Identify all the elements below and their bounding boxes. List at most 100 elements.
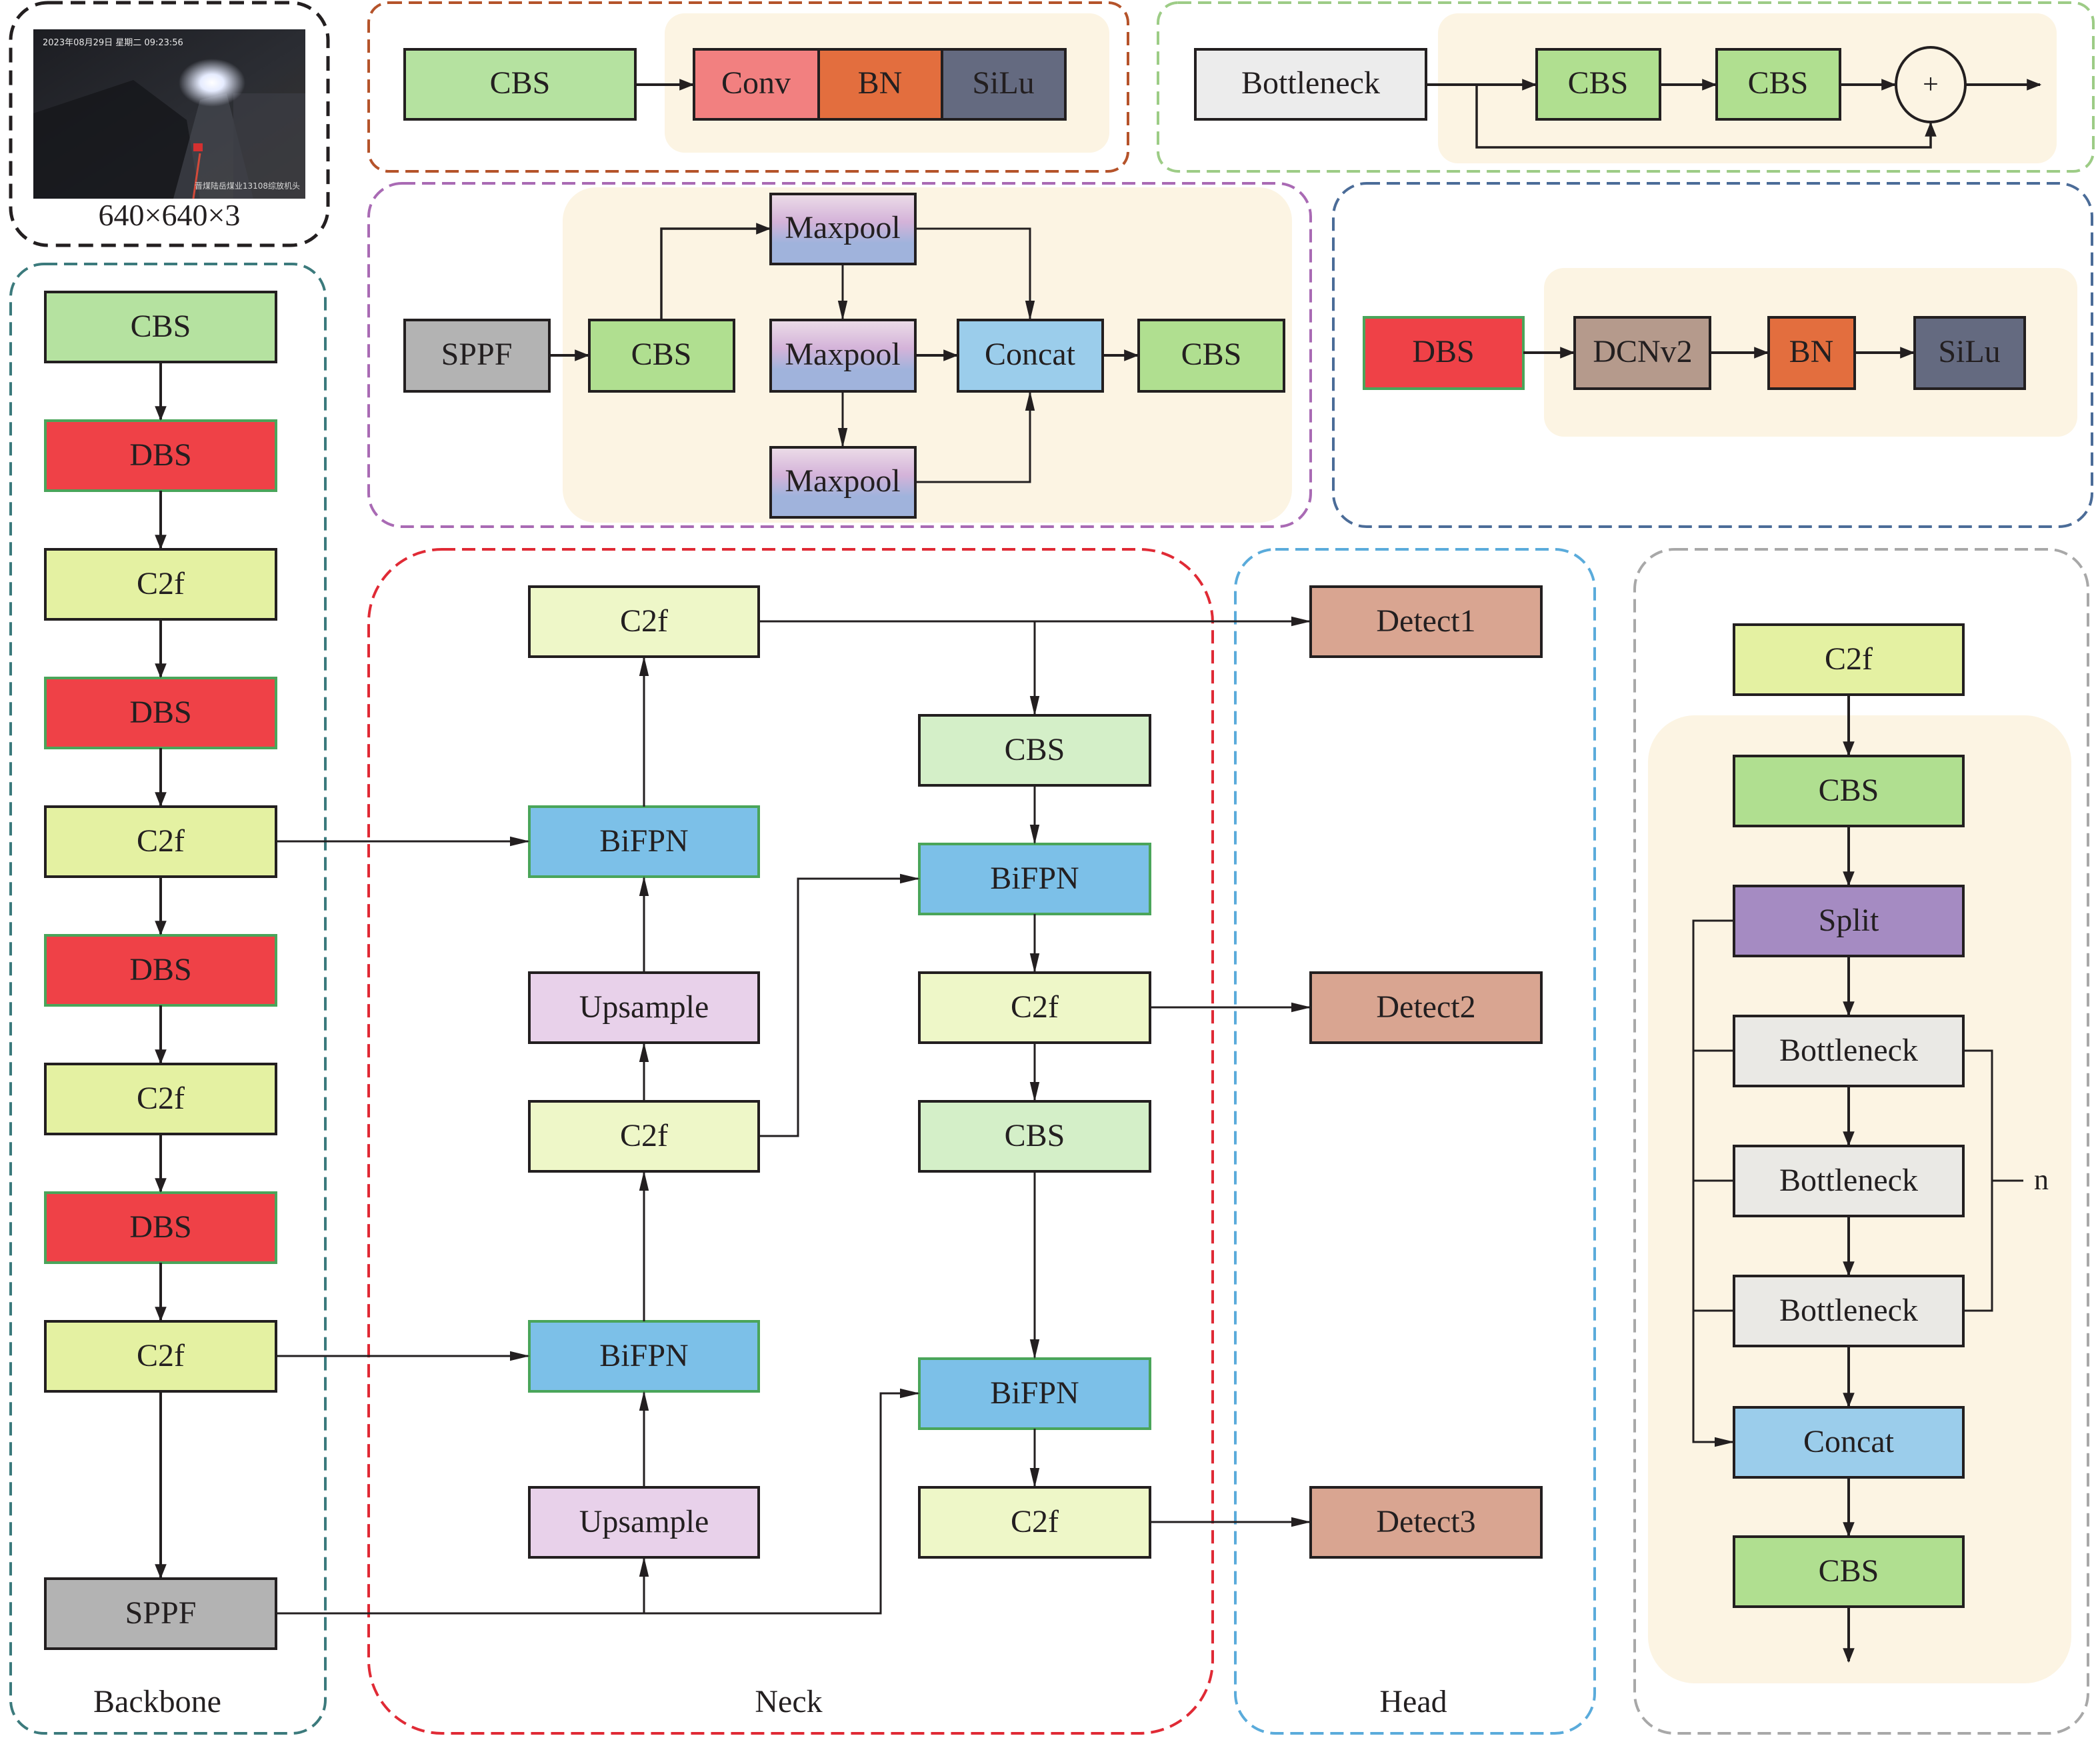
neck-block-label: C2f	[1011, 989, 1059, 1025]
sppf-cbs-in	[588, 319, 735, 393]
backbone-block-label: DBS	[129, 437, 191, 473]
neck-connections	[276, 616, 1311, 1615]
detect-2-label: Detect2	[1376, 989, 1475, 1025]
bottleneck-definition-panel	[1157, 1, 2095, 173]
dbs-definition-panel	[1332, 182, 2093, 528]
c2f-def-label: CBS	[1819, 773, 1879, 808]
c2f-def-label: Bottleneck	[1779, 1033, 1918, 1068]
backbone-block-label: C2f	[137, 1081, 185, 1116]
repeat-n-label: n	[2034, 1163, 2049, 1196]
bottleneck-definition: Bottleneck CBS CBS +	[1194, 46, 2042, 149]
sppf-concat	[957, 319, 1104, 393]
bottleneck-block-label: Bottleneck	[1241, 65, 1380, 101]
backbone-c2f-1	[44, 548, 277, 621]
neck-block-label: C2f	[1011, 1504, 1059, 1539]
c2f-def-label: Bottleneck	[1779, 1163, 1918, 1198]
backbone-block-label: DBS	[129, 695, 191, 730]
head: Detect1 Detect2 Detect3 Head	[1309, 585, 1543, 1719]
sppf-concat-label: Concat	[985, 337, 1076, 372]
neck-upsample-2	[528, 1486, 760, 1559]
bottleneck-cbs-1-label: CBS	[1568, 65, 1629, 101]
neck-c2f-top	[528, 585, 760, 658]
sppf-cbs-out	[1137, 319, 1285, 393]
sppf-cbs-in-label: CBS	[631, 337, 692, 372]
sppf-definition: SPPF CBS Maxpool Maxpool Maxpool Concat …	[403, 193, 1285, 519]
neck-cbs-1	[918, 714, 1151, 787]
bottleneck-cbs-1	[1535, 48, 1661, 121]
head-label: Head	[1379, 1684, 1447, 1719]
detect-1	[1309, 585, 1543, 658]
dbs-bn-label: BN	[1789, 334, 1834, 369]
maxpool-3	[769, 446, 917, 519]
detect-1-label: Detect1	[1376, 603, 1475, 639]
sppf-cbs-out-label: CBS	[1181, 337, 1242, 372]
conv-block	[693, 48, 820, 121]
backbone-block-label: DBS	[129, 952, 191, 987]
maxpool-3-label: Maxpool	[785, 463, 900, 499]
neck-block-label: BiFPN	[990, 1375, 1079, 1411]
dbs-block-label: DBS	[1412, 334, 1474, 369]
c2f-def-block-label: C2f	[1825, 641, 1873, 677]
c2f-definition-panel	[1633, 548, 2089, 1735]
backbone-dbs-3	[44, 934, 277, 1007]
backbone-block-label: DBS	[129, 1209, 191, 1245]
sppf-block	[403, 319, 551, 393]
sppf-block-label: SPPF	[441, 337, 513, 372]
backbone-block-label: C2f	[137, 823, 185, 859]
dbs-block	[1363, 316, 1525, 390]
backbone-block-label: C2f	[137, 1338, 185, 1373]
maxpool-2-label: Maxpool	[785, 337, 900, 372]
bn-label: BN	[858, 65, 903, 101]
bottleneck-cbs-2	[1715, 48, 1841, 121]
cbs-block-label: CBS	[490, 65, 551, 101]
neck-block-label: BiFPN	[599, 1338, 688, 1373]
neck-c2f-3	[918, 1486, 1151, 1559]
neck-block-label: C2f	[620, 1118, 668, 1153]
c2f-def-label: Bottleneck	[1779, 1293, 1918, 1328]
cbs-definition-panel	[367, 1, 1129, 173]
bottleneck-cbs-2-label: CBS	[1748, 65, 1809, 101]
dbs-silu-label: SiLu	[1938, 334, 2000, 369]
neck-upsample-1	[528, 971, 760, 1044]
image-timestamp-overlay: 2023年08月29日 星期二 09:23:56	[43, 38, 183, 48]
detect-3-label: Detect3	[1376, 1504, 1475, 1539]
backbone: CBS DBS C2f DBS C2f DBS C2f DBS C2f SPPF	[44, 291, 277, 1719]
c2f-def-label: CBS	[1819, 1553, 1879, 1589]
c2f-def-label: Split	[1819, 903, 1879, 938]
c2f-def-label: Concat	[1803, 1424, 1895, 1459]
cbs-definition: CBS Conv BN SiLu	[403, 48, 1067, 121]
head-panel	[1234, 548, 1596, 1735]
dcnv2-label: DCNv2	[1593, 334, 1692, 369]
neck-block-label: C2f	[620, 603, 668, 639]
silu-block	[941, 48, 1067, 121]
neck-block-label: BiFPN	[990, 861, 1079, 896]
sppf-definition-panel	[367, 182, 1312, 528]
backbone-panel	[9, 263, 327, 1735]
neck: C2f BiFPN Upsample C2f BiFPN Upsample CB…	[276, 585, 1311, 1719]
neck-block-label: CBS	[1005, 732, 1065, 767]
neck-block-label: CBS	[1005, 1118, 1065, 1153]
residual-skip-connection	[1475, 85, 1937, 149]
backbone-label: Backbone	[93, 1684, 221, 1719]
backbone-block-label: CBS	[131, 309, 191, 344]
detect-2	[1309, 971, 1543, 1044]
backbone-c2f-4	[44, 1320, 277, 1393]
maxpool-1-label: Maxpool	[785, 210, 900, 245]
neck-block-label: Upsample	[579, 989, 709, 1025]
dbs-definition: DBS DCNv2 BN SiLu	[1363, 316, 2026, 390]
bn-block	[817, 48, 943, 121]
neck-cbs-2	[918, 1100, 1151, 1173]
conv-label: Conv	[721, 65, 791, 101]
neck-c2f-mid	[528, 1100, 760, 1173]
neck-label: Neck	[755, 1684, 822, 1719]
backbone-dbs-2	[44, 677, 277, 749]
neck-panel	[367, 548, 1214, 1735]
image-location-overlay: 晋煤陆岳煤业13108综放机头	[195, 181, 300, 191]
silu-label: SiLu	[972, 65, 1034, 101]
backbone-cbs	[44, 291, 277, 363]
bottleneck-block	[1194, 48, 1427, 121]
c2f-definition: C2f CBS Split Bottleneck Bottleneck Bott…	[1692, 623, 2049, 1663]
neck-bifpn-3	[918, 843, 1151, 915]
c2f-def-bottleneck-2	[1733, 1145, 1965, 1217]
